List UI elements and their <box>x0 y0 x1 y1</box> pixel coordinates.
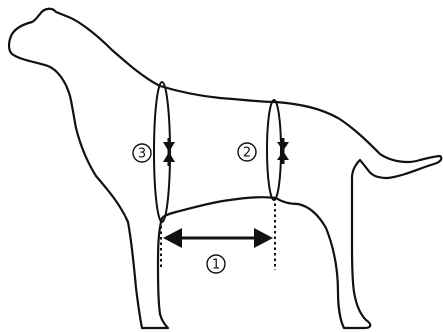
marker-chest-label: 3 <box>138 147 146 162</box>
marker-waist-label: 2 <box>243 146 251 161</box>
marker-waist: 2 <box>238 143 256 161</box>
length-arrow-icon <box>163 228 273 248</box>
chest-marker-icon <box>163 138 175 166</box>
marker-length: 1 <box>207 255 225 273</box>
waist-marker-icon <box>277 138 289 164</box>
marker-chest: 3 <box>133 144 151 162</box>
waist-loop <box>267 100 281 200</box>
marker-length-label: 1 <box>212 258 220 273</box>
dog-outline <box>9 9 441 328</box>
